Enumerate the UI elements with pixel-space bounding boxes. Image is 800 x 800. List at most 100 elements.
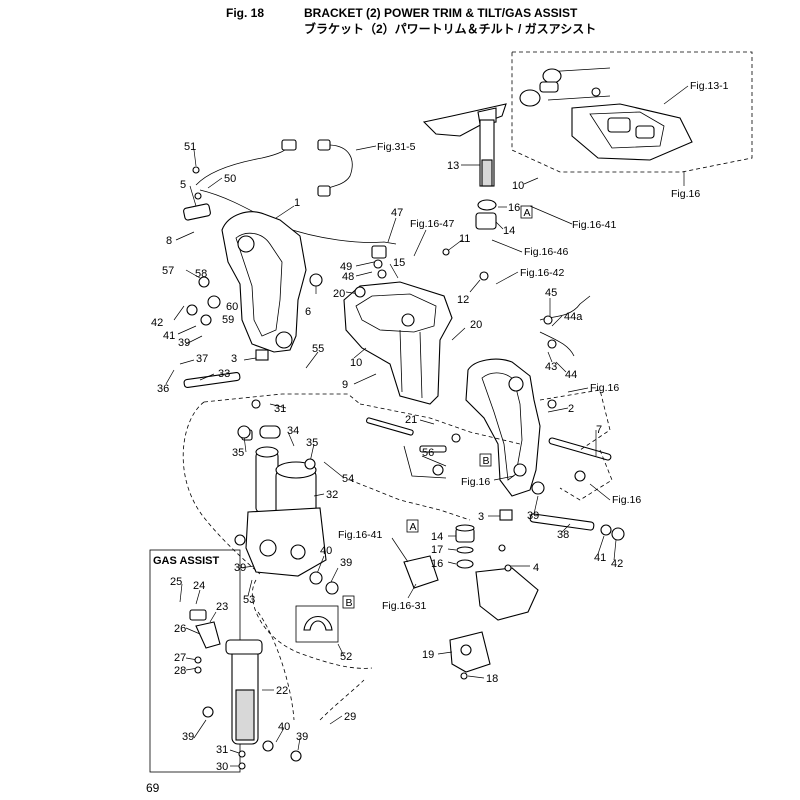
fig-ref-16-31[interactable]: Fig.16-31 — [382, 600, 427, 612]
callout-39d[interactable]: 39 — [340, 557, 352, 569]
callout-12[interactable]: 12 — [457, 294, 469, 306]
callout-38[interactable]: 38 — [557, 529, 569, 541]
callout-7[interactable]: 7 — [596, 424, 602, 436]
callout-2[interactable]: 2 — [568, 403, 574, 415]
ref-box-b-bottom: B — [346, 597, 353, 609]
callout-11[interactable]: 11 — [459, 233, 470, 245]
callout-22[interactable]: 22 — [276, 685, 288, 697]
callout-40a[interactable]: 40 — [320, 545, 332, 557]
callout-23[interactable]: 23 — [216, 601, 228, 613]
callout-19[interactable]: 19 — [422, 649, 434, 661]
callout-39e[interactable]: 39 — [182, 731, 194, 743]
callout-45[interactable]: 45 — [545, 287, 557, 299]
fig-ref-16-46[interactable]: Fig.16-46 — [524, 246, 569, 258]
callout-52[interactable]: 52 — [340, 651, 352, 663]
callout-29[interactable]: 29 — [344, 711, 356, 723]
callout-10b[interactable]: 10 — [350, 357, 362, 369]
callout-53[interactable]: 53 — [243, 594, 255, 606]
lower-center-parts — [403, 524, 539, 673]
callout-1[interactable]: 1 — [294, 197, 300, 209]
callout-9[interactable]: 9 — [342, 379, 348, 391]
callout-39f[interactable]: 39 — [296, 731, 308, 743]
fig-ref-16-47[interactable]: Fig.16-47 — [410, 218, 455, 230]
callout-4[interactable]: 4 — [533, 562, 539, 574]
callout-13[interactable]: 13 — [447, 160, 459, 172]
callout-37[interactable]: 37 — [196, 353, 208, 365]
callout-20b[interactable]: 20 — [470, 319, 482, 331]
clamp-bracket-1 — [183, 166, 307, 353]
fig-ref-16-mid[interactable]: Fig.16 — [461, 476, 490, 488]
fig-ref-16-lower-right[interactable]: Fig.16 — [612, 494, 641, 506]
callout-57[interactable]: 57 — [162, 265, 174, 277]
callout-31b[interactable]: 31 — [216, 744, 228, 756]
callout-30[interactable]: 30 — [216, 761, 228, 773]
callout-51[interactable]: 51 — [184, 141, 196, 153]
callout-41b[interactable]: 41 — [594, 552, 606, 564]
callout-10a[interactable]: 10 — [512, 180, 524, 192]
callout-54[interactable]: 54 — [342, 473, 354, 485]
callout-3b[interactable]: 3 — [478, 511, 484, 523]
page-title: BRACKET (2) POWER TRIM & TILT/GAS ASSIST — [304, 6, 578, 20]
callout-47[interactable]: 47 — [391, 207, 403, 219]
engine-mount-inset — [511, 51, 753, 173]
callout-27[interactable]: 27 — [174, 652, 186, 664]
callout-39c[interactable]: 39 — [234, 562, 246, 574]
bushing-detail — [295, 605, 339, 643]
callout-48[interactable]: 48 — [342, 271, 354, 283]
callout-28[interactable]: 28 — [174, 665, 186, 677]
callout-15[interactable]: 15 — [393, 257, 405, 269]
callout-43[interactable]: 43 — [545, 361, 557, 373]
callout-3a[interactable]: 3 — [231, 353, 237, 365]
callout-32[interactable]: 32 — [326, 489, 338, 501]
callout-35b[interactable]: 35 — [306, 437, 318, 449]
callout-44a[interactable]: 44a — [564, 311, 583, 323]
callout-55[interactable]: 55 — [312, 343, 324, 355]
callout-42b[interactable]: 42 — [611, 558, 623, 570]
fig-ref-16-42[interactable]: Fig.16-42 — [520, 267, 565, 279]
gas-cylinder-22 — [189, 609, 302, 762]
callout-18[interactable]: 18 — [486, 673, 498, 685]
callout-6[interactable]: 6 — [305, 306, 311, 318]
callout-40b[interactable]: 40 — [278, 721, 290, 733]
leader-lines — [165, 149, 617, 767]
callout-33[interactable]: 33 — [218, 368, 230, 380]
callout-16a[interactable]: 16 — [508, 202, 520, 214]
callout-44[interactable]: 44 — [565, 369, 577, 381]
figure-number: Fig. 18 — [226, 6, 265, 20]
fig-ref-31-5[interactable]: Fig.31-5 — [377, 141, 416, 153]
small-hardware — [186, 248, 625, 770]
fig-ref-16-41-bottom[interactable]: Fig.16-41 — [338, 529, 383, 541]
gas-assist-heading: GAS ASSIST — [153, 555, 219, 567]
callout-14a[interactable]: 14 — [503, 225, 515, 237]
callout-49[interactable]: 49 — [340, 261, 352, 273]
callout-41a[interactable]: 41 — [163, 330, 175, 342]
fig-ref-16-right[interactable]: Fig.16 — [590, 382, 619, 394]
swivel-bracket-9 — [343, 281, 453, 405]
callout-24[interactable]: 24 — [193, 580, 205, 592]
callout-16b[interactable]: 16 — [431, 558, 443, 570]
callout-34[interactable]: 34 — [287, 425, 299, 437]
callout-59[interactable]: 59 — [222, 314, 234, 326]
callout-31a[interactable]: 31 — [274, 403, 286, 415]
callout-26[interactable]: 26 — [174, 623, 186, 635]
callout-17[interactable]: 17 — [431, 544, 443, 556]
callout-21[interactable]: 21 — [405, 414, 417, 426]
ref-box-a-top: A — [524, 207, 531, 219]
callout-20a[interactable]: 20 — [333, 288, 345, 300]
callout-25[interactable]: 25 — [170, 576, 182, 588]
callout-39a[interactable]: 39 — [178, 337, 190, 349]
callout-8[interactable]: 8 — [166, 235, 172, 247]
callout-39b[interactable]: 39 — [527, 510, 539, 522]
fig-ref-13-1[interactable]: Fig.13-1 — [690, 80, 729, 92]
callout-42a[interactable]: 42 — [151, 317, 163, 329]
callout-14b[interactable]: 14 — [431, 531, 443, 543]
ref-box-b-mid: B — [483, 455, 490, 467]
callout-36[interactable]: 36 — [157, 383, 169, 395]
fig-ref-16-41-top[interactable]: Fig.16-41 — [572, 219, 617, 231]
fig-ref-16-top[interactable]: Fig.16 — [671, 188, 700, 200]
callout-56[interactable]: 56 — [422, 447, 434, 459]
callout-50[interactable]: 50 — [224, 173, 236, 185]
callout-60[interactable]: 60 — [226, 301, 238, 313]
callout-35a[interactable]: 35 — [232, 447, 244, 459]
callout-5[interactable]: 5 — [180, 179, 186, 191]
